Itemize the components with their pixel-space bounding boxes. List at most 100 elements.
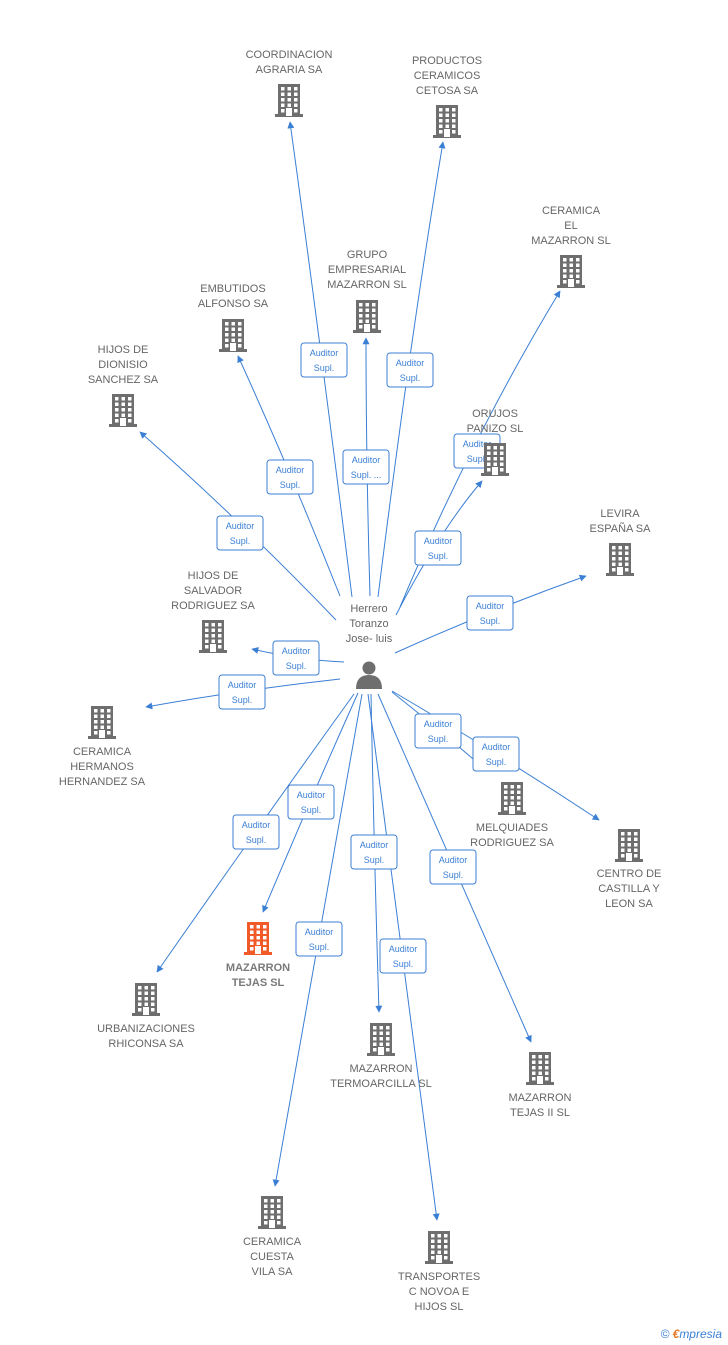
building-icon (367, 1023, 395, 1056)
edge-label-text: Supl. (428, 734, 449, 744)
node-label: TEJAS SL (232, 977, 285, 989)
edge-label-box (218, 674, 266, 710)
edge-label-box (232, 814, 280, 850)
node-label: MAZARRON SL (327, 279, 406, 291)
building-icon (132, 983, 160, 1016)
node-label: CASTILLA Y (598, 883, 660, 895)
building-icon (425, 1231, 453, 1264)
edge-label-box (466, 595, 514, 631)
edge-label-text: Auditor (228, 680, 257, 690)
node-label: EMBUTIDOS (200, 283, 265, 295)
edge-label-text: Supl. (428, 551, 449, 561)
edge-label-text: Auditor (360, 840, 389, 850)
edge-label-text: Auditor (389, 944, 418, 954)
edge-label-box (342, 449, 390, 485)
building-icon (199, 620, 227, 653)
edge-label-text: Auditor (424, 536, 453, 546)
node-label: RODRIGUEZ SA (470, 837, 554, 849)
edge-label-text: Supl. (246, 835, 267, 845)
node-label: CUESTA (250, 1251, 294, 1263)
node-label: CERAMICA (243, 1236, 302, 1248)
edge-label-box (429, 849, 477, 885)
building-icon (244, 922, 272, 955)
node-coordinacion[interactable]: COORDINACION AGRARIA SA (246, 49, 333, 117)
edge-label-text: Auditor (297, 790, 326, 800)
node-label: VILA SA (252, 1266, 294, 1278)
node-label: EL (564, 220, 577, 232)
edge-label-text: Supl. (400, 373, 421, 383)
edge-label-box (472, 736, 520, 772)
node-label: CENTRO DE (597, 868, 662, 880)
edge-label-text: Supl. (486, 757, 507, 767)
building-icon (353, 300, 381, 333)
node-label: TEJAS II SL (510, 1107, 570, 1119)
node-label: HERMANOS (70, 761, 134, 773)
brand-name: mpresia (679, 1327, 722, 1341)
edge-label-text: Auditor (282, 646, 311, 656)
center-person-label: Herrero (350, 603, 387, 615)
node-label: ESPAÑA SA (590, 522, 652, 535)
center-person-label: Toranzo (349, 618, 388, 630)
edge-label-text: Supl. (467, 454, 488, 464)
edge-label-text: Supl. (443, 870, 464, 880)
edge-label-text: Supl. (393, 959, 414, 969)
edge-label-text: Supl. (364, 855, 385, 865)
building-icon (615, 829, 643, 862)
edge-label-box (414, 530, 462, 566)
node-label: EMPRESARIAL (328, 264, 406, 276)
edge-label-grupo[interactable]: AuditorSupl. ... (342, 449, 390, 485)
node-embutidos[interactable]: EMBUTIDOS ALFONSO SA (198, 283, 269, 352)
edge-label-box (287, 784, 335, 820)
building-icon (498, 782, 526, 815)
node-ceramica-cuesta[interactable]: CERAMICA CUESTA VILA SA (243, 1196, 302, 1278)
node-label: ORUJOS (472, 408, 518, 420)
node-label: CERAMICA (73, 746, 132, 758)
node-label: AGRARIA SA (256, 64, 323, 76)
node-label: ALFONSO SA (198, 298, 269, 310)
node-label: DIONISIO (98, 359, 148, 371)
edge-label-text: Auditor (463, 439, 492, 449)
node-label: COORDINACION (246, 49, 333, 61)
edge-label-box (414, 713, 462, 749)
brand-initial: € (672, 1327, 680, 1341)
node-label: C NOVOA E (409, 1286, 470, 1298)
node-label: HIJOS DE (188, 570, 239, 582)
node-label: HIJOS SL (415, 1301, 464, 1313)
edge-label-box (379, 938, 427, 974)
edge-label-text: Auditor (476, 601, 505, 611)
edge-label-box (272, 640, 320, 676)
